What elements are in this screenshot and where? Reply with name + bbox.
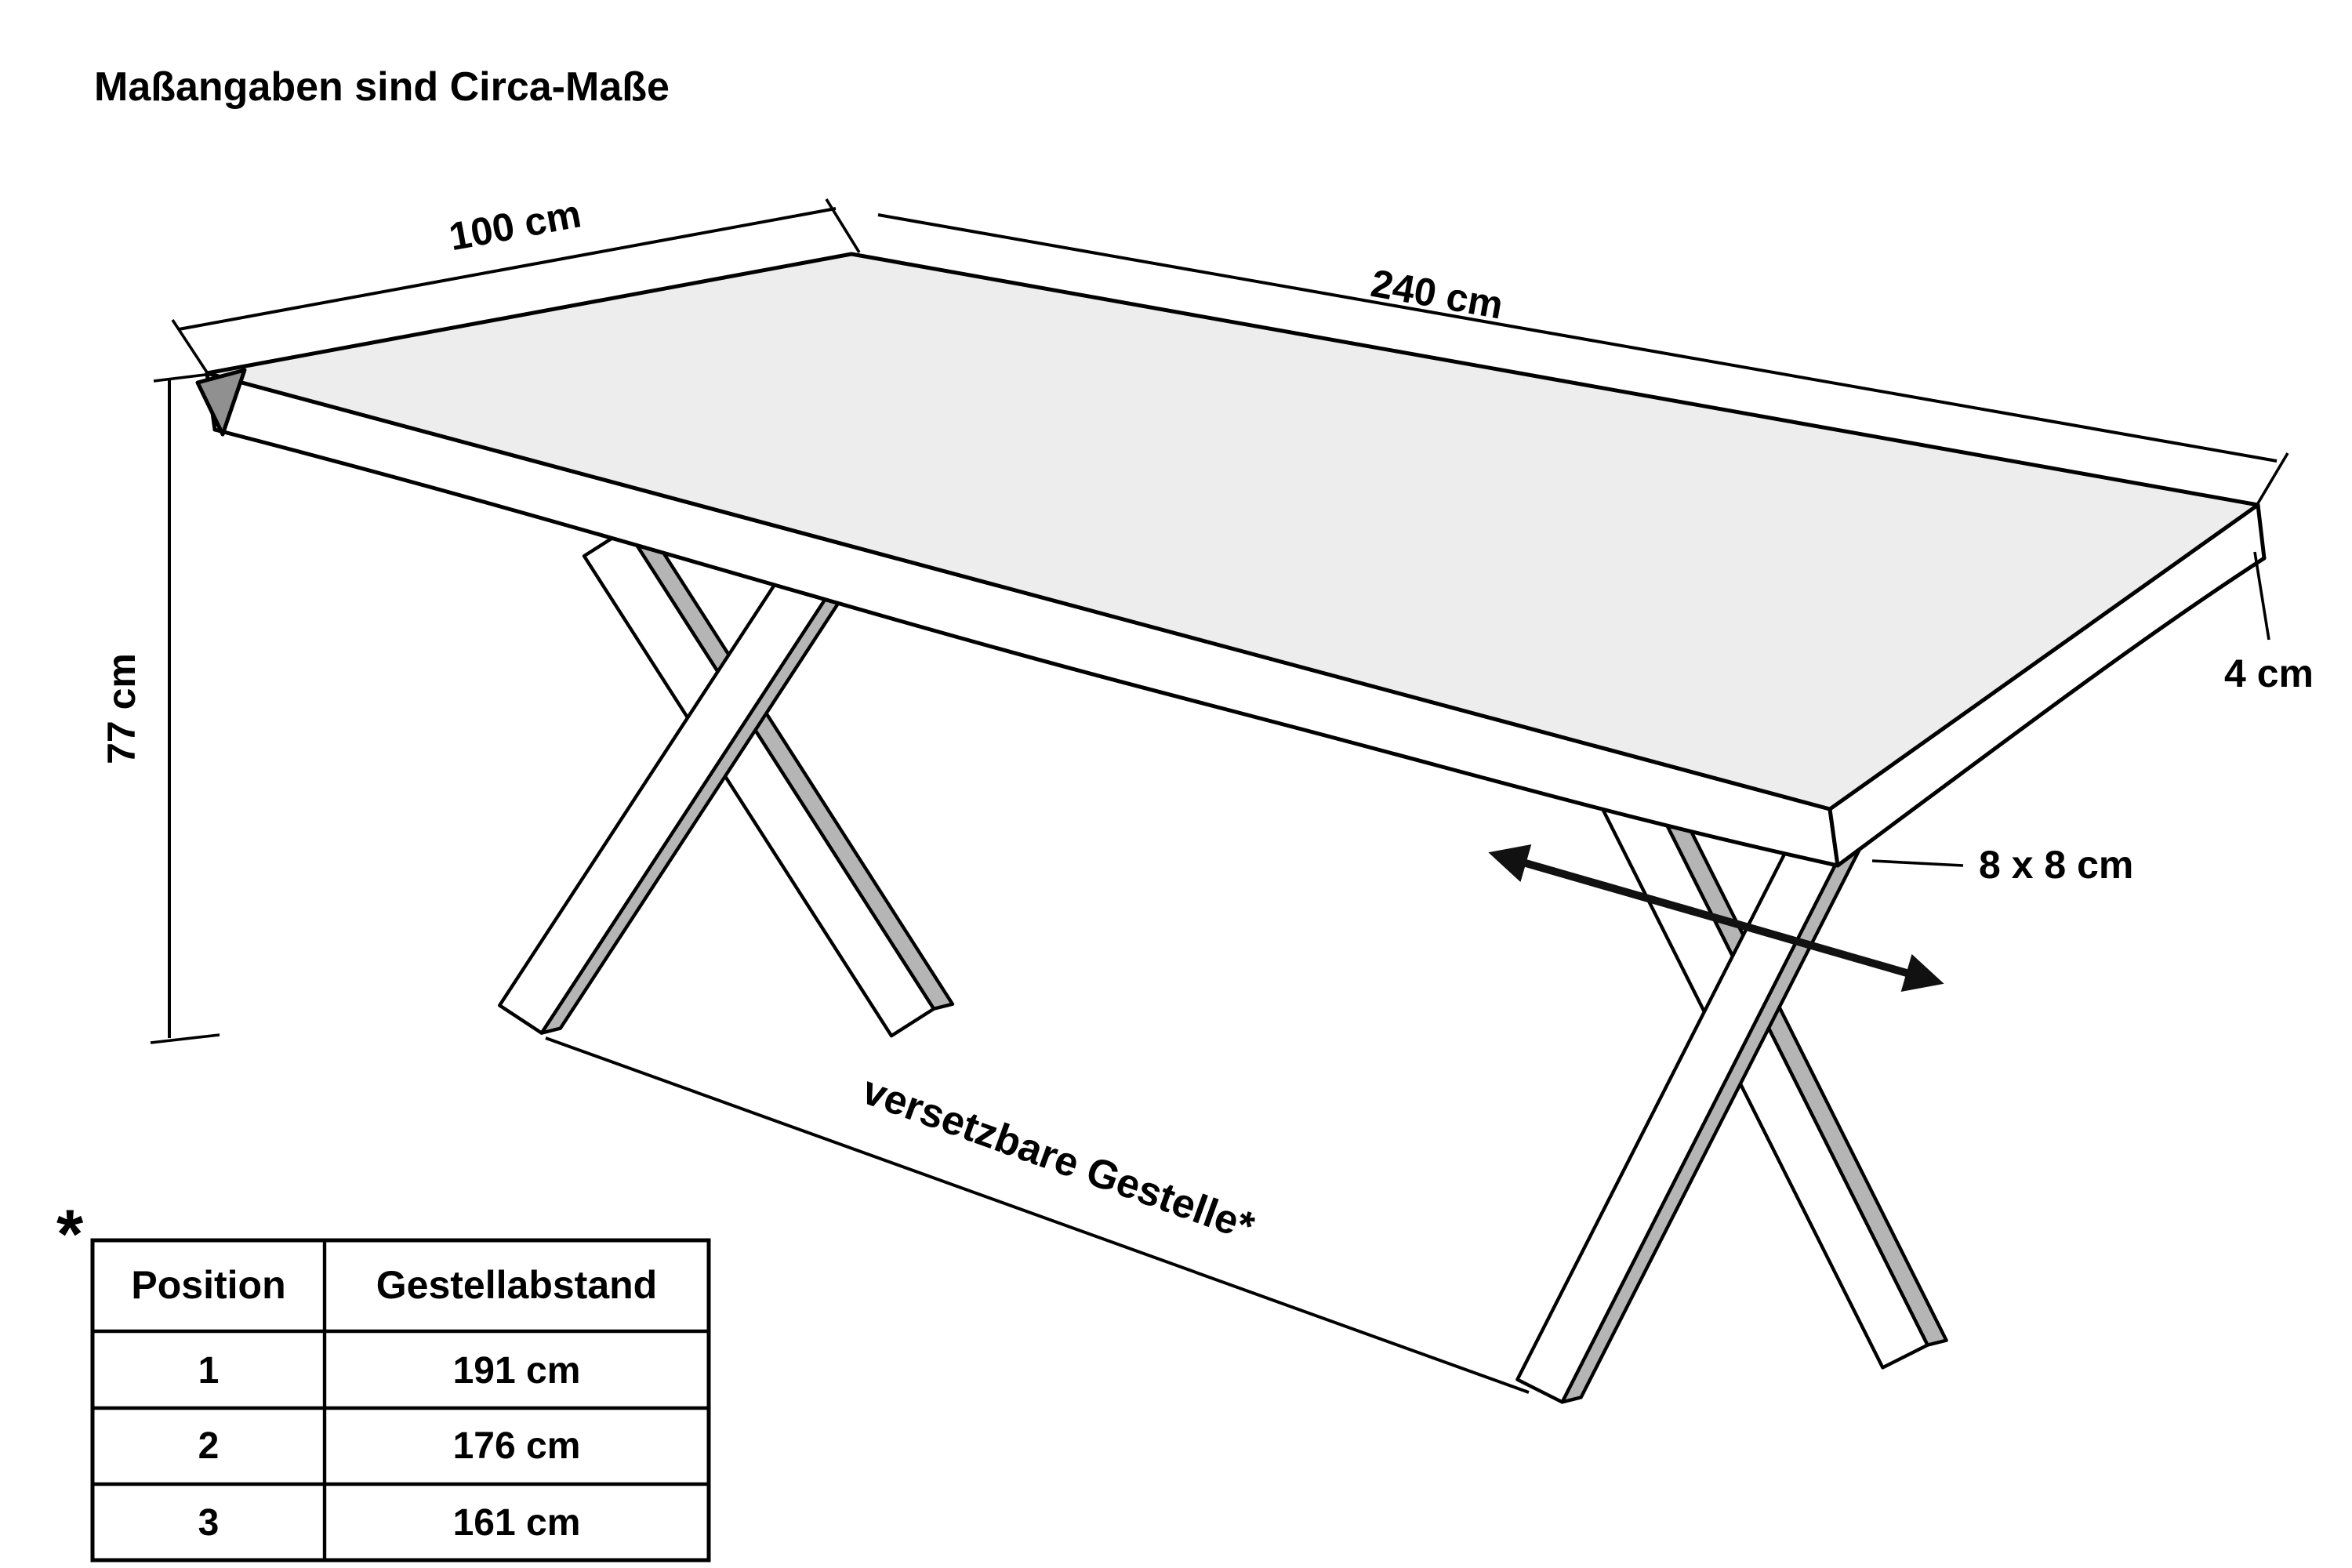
- length-dimension-line: [877, 213, 2278, 463]
- depth-dimension-tick-left: [171, 319, 210, 376]
- position-table-row2-position: 2: [198, 1425, 220, 1467]
- height-label: 77 cm: [100, 653, 143, 764]
- movable-frames-line: [545, 1036, 1530, 1394]
- position-table-border: [90, 1238, 711, 1563]
- depth-dimension-tick-right: [825, 198, 861, 253]
- position-table-header-position: Position: [131, 1263, 285, 1307]
- leg-profile-dimension: 8 x 8 cm: [1488, 843, 2133, 992]
- height-dimension-tick-bottom: [150, 1033, 220, 1044]
- thickness-label: 4 cm: [2224, 652, 2314, 695]
- thickness-dimension: 4 cm: [2224, 551, 2314, 695]
- position-table-row3-position: 3: [198, 1502, 220, 1544]
- tabletop: [195, 252, 2267, 868]
- page-note: Maßangaben sind Circa-Maße: [94, 64, 670, 110]
- tabletop-corner-facet: [195, 368, 247, 437]
- position-table-row1-distance: 191 cm: [453, 1350, 581, 1392]
- height-dimension-tick-top: [153, 373, 206, 383]
- position-table: Position Gestellabstand 1 191 cm 2 176 c…: [90, 1238, 711, 1563]
- position-table-row2-distance: 176 cm: [453, 1425, 581, 1467]
- leg-profile-leader-line: [1871, 859, 1964, 867]
- position-table-row1-position: 1: [198, 1350, 220, 1392]
- tabletop-right-face: [1828, 503, 2267, 868]
- slide-direction-arrow: [1488, 844, 1944, 992]
- thickness-leader-line: [2253, 551, 2270, 641]
- footnote-asterisk: *: [56, 1195, 84, 1272]
- depth-label: 100 cm: [445, 191, 584, 259]
- position-table-header-distance: Gestellabstand: [376, 1263, 657, 1307]
- length-dimension-tick-right: [2256, 452, 2289, 504]
- length-label: 240 cm: [1368, 261, 1507, 328]
- position-table-row3-distance: 161 cm: [453, 1502, 581, 1544]
- tabletop-front-face: [205, 371, 1840, 868]
- leg-profile-label: 8 x 8 cm: [1979, 843, 2133, 887]
- height-dimension: 77 cm: [100, 373, 220, 1044]
- right-leg: [1515, 766, 1948, 1404]
- tabletop-top-surface: [205, 252, 2260, 811]
- depth-dimension-line: [178, 207, 837, 331]
